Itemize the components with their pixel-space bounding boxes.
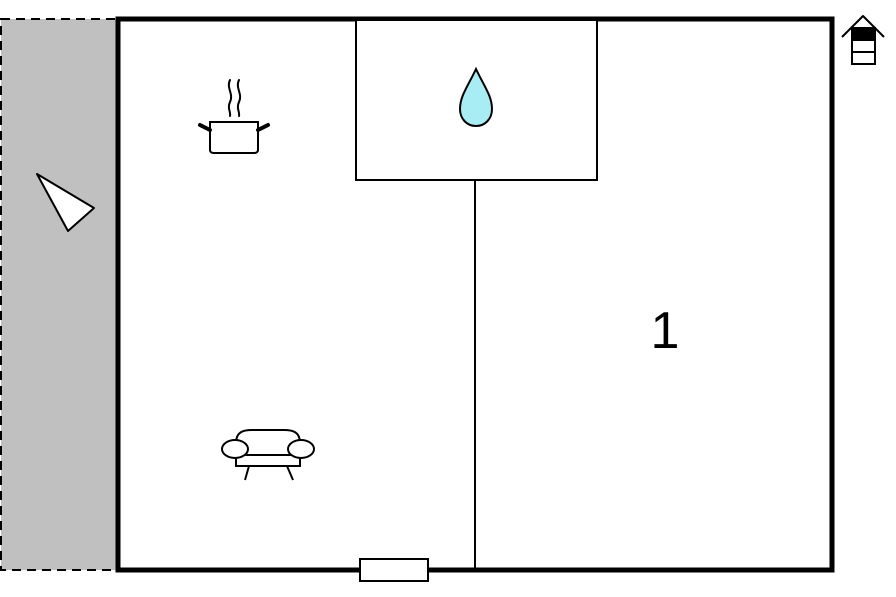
floor-level-house-icon: [841, 15, 885, 65]
room-number-label: 1: [651, 302, 680, 360]
terrace-area: [0, 18, 119, 571]
floor-level-2: [851, 39, 876, 53]
entrance-door[interactable]: [359, 558, 429, 582]
view-direction-icon: [36, 173, 95, 232]
cooking-pot-icon: [198, 79, 270, 154]
sofa-icon: [221, 429, 315, 481]
water-drop-icon: [458, 66, 494, 128]
floor-level-3: [851, 27, 876, 41]
floor-level-1: [851, 51, 876, 65]
